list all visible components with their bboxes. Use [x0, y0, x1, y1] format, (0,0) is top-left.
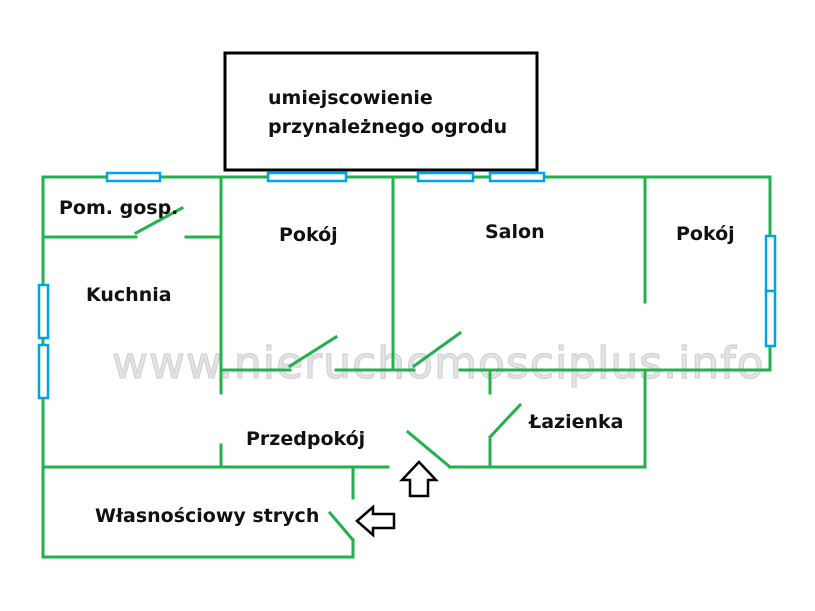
window-top-2	[266, 171, 348, 183]
entrance-arrow-up-icon	[399, 460, 439, 498]
windows	[37, 171, 777, 400]
doors	[133, 205, 523, 543]
room-label-pokoj-right: Pokój	[676, 223, 735, 245]
room-label-strych: Własnościowy strych	[95, 505, 319, 527]
garden-location-box	[223, 51, 539, 172]
window-top-3	[416, 171, 475, 183]
door-pokoj-left	[287, 334, 339, 369]
room-label-kuchnia: Kuchnia	[86, 284, 172, 306]
door-pom-gosp	[133, 205, 185, 236]
garden-label-line-1: umiejscowienie	[268, 87, 433, 109]
room-label-pokoj-left: Pokój	[279, 224, 338, 246]
window-top-1	[105, 171, 162, 183]
door-entrance	[405, 429, 453, 470]
window-left-2	[37, 343, 50, 400]
window-right-2	[764, 289, 777, 348]
door-lazienka	[487, 402, 523, 440]
room-label-pom-gosp: Pom. gosp.	[59, 197, 178, 219]
walls	[41, 175, 772, 559]
entrance-arrow-left-icon	[355, 504, 396, 538]
room-label-lazienka: Łazienka	[528, 411, 623, 433]
door-salon	[411, 330, 463, 369]
room-label-salon: Salon	[485, 221, 545, 243]
window-right-1	[764, 234, 777, 293]
door-attic	[327, 510, 356, 543]
garden-label-line-2: przynależnego ogrodu	[268, 116, 507, 138]
window-left-1	[37, 283, 50, 340]
window-top-4	[488, 171, 546, 183]
room-label-przedpokoj: Przedpokój	[246, 428, 365, 450]
watermark: www.nieruchomosciplus.info	[112, 338, 765, 389]
